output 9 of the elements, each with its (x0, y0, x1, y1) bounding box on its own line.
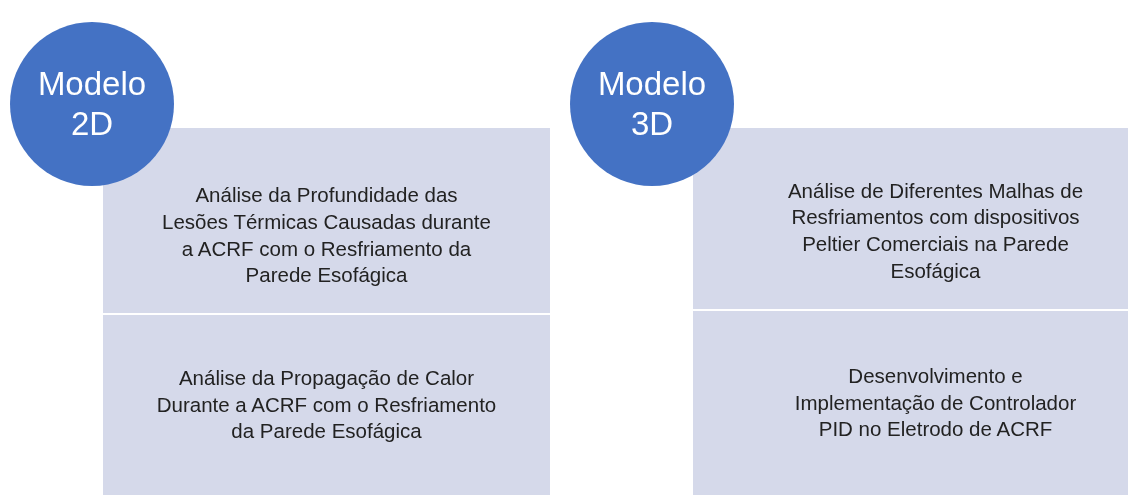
task-panel (103, 315, 550, 495)
model-title: Modelo 2D (36, 64, 148, 144)
task-text: Análise da Propagação de Calor Durante a ACRF com o Resfriamento da Parede Esofágica (155, 365, 498, 445)
task-text: Desenvolvimento e Implementação de Controlador PID no Eletrodo de ACRF (793, 363, 1078, 443)
task-panel (693, 311, 1128, 495)
task-panel (693, 128, 1128, 309)
task-text: Análise da Profundidade das Lesões Térmicas Causadas durante a ACRF com o Resfriamento da Parede Esofágica (161, 182, 492, 289)
model-title: Modelo 3D (596, 64, 708, 144)
task-text: Análise de Diferentes Malhas de Resfriamentos com dispositivos Peltier Comerciais na Parede Esofágica (786, 177, 1085, 284)
